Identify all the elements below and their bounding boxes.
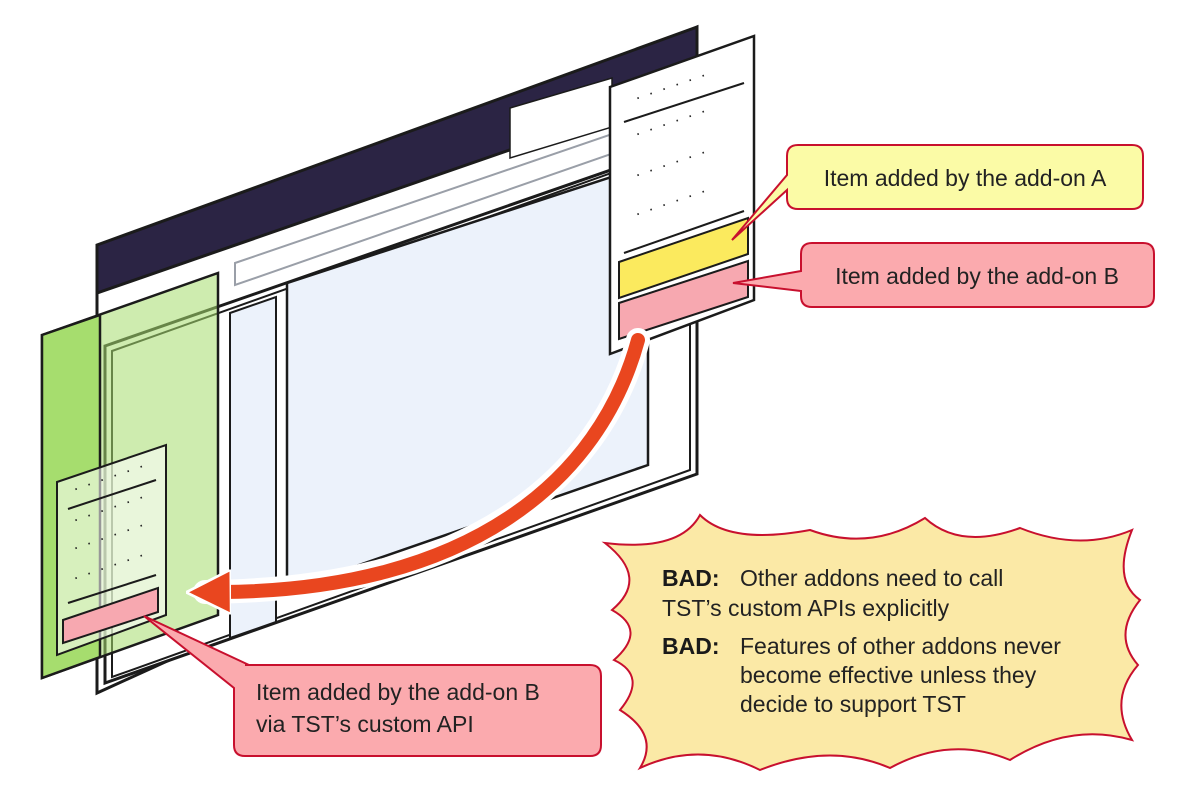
browser-window [95, 24, 699, 696]
browser-context-menu: · · · · · · · · · · · · · · · · · · · · … [608, 34, 756, 356]
callout-addon-b-bubble [732, 242, 1155, 308]
context-menu-separator [623, 210, 745, 254]
bad-point-2-line3: decide to support TST [740, 691, 966, 717]
sidebar-menu-separator [67, 479, 157, 510]
context-menu-item-addon-b [618, 259, 749, 341]
bad-point-2: BAD: Features of other addons never beco… [662, 633, 1061, 717]
starburst-shape [601, 513, 1142, 772]
bad-points-starburst: BAD: Other addons need to call TST’s cus… [601, 513, 1142, 772]
bad-point-2-line1: Features of other addons never [740, 633, 1061, 659]
bad-point-2-line2: become effective unless they [740, 662, 1037, 688]
callout-addon-b-api-line1: Item added by the add-on B [256, 679, 540, 705]
browser-left-pane [229, 295, 277, 640]
bad-point-1-line1: Other addons need to call [740, 565, 1003, 591]
bad-point-1-label: BAD: [662, 565, 720, 591]
callout-addon-b-text: Item added by the add-on B [835, 263, 1119, 289]
callout-addon-b-api-bubble [143, 615, 602, 757]
bad-point-2-label: BAD: [662, 633, 720, 659]
sidebar-menu-item-addon-b [62, 586, 159, 645]
callout-addon-b-api: Item added by the add-on B via TST’s cus… [143, 615, 602, 757]
sidebar-menu-separator [67, 574, 157, 604]
callout-addon-a: Item added by the add-on A [731, 144, 1144, 241]
callout-addon-b-api-line2: via TST’s custom API [256, 711, 474, 737]
bad-point-1-line2: TST’s custom APIs explicitly [662, 595, 950, 621]
context-menu-separator [623, 82, 745, 123]
move-arrow-stroke [222, 333, 645, 592]
context-menu-item-addon-a [618, 216, 749, 300]
callout-addon-a-bubble [731, 144, 1144, 241]
tst-sidebar: · · · · · · · · · · · · · · · · · · · · … [40, 271, 220, 680]
bad-point-1: BAD: Other addons need to call TST’s cus… [662, 565, 1003, 621]
callout-addon-b: Item added by the add-on B [732, 242, 1155, 308]
callout-addon-a-text: Item added by the add-on A [824, 165, 1107, 191]
